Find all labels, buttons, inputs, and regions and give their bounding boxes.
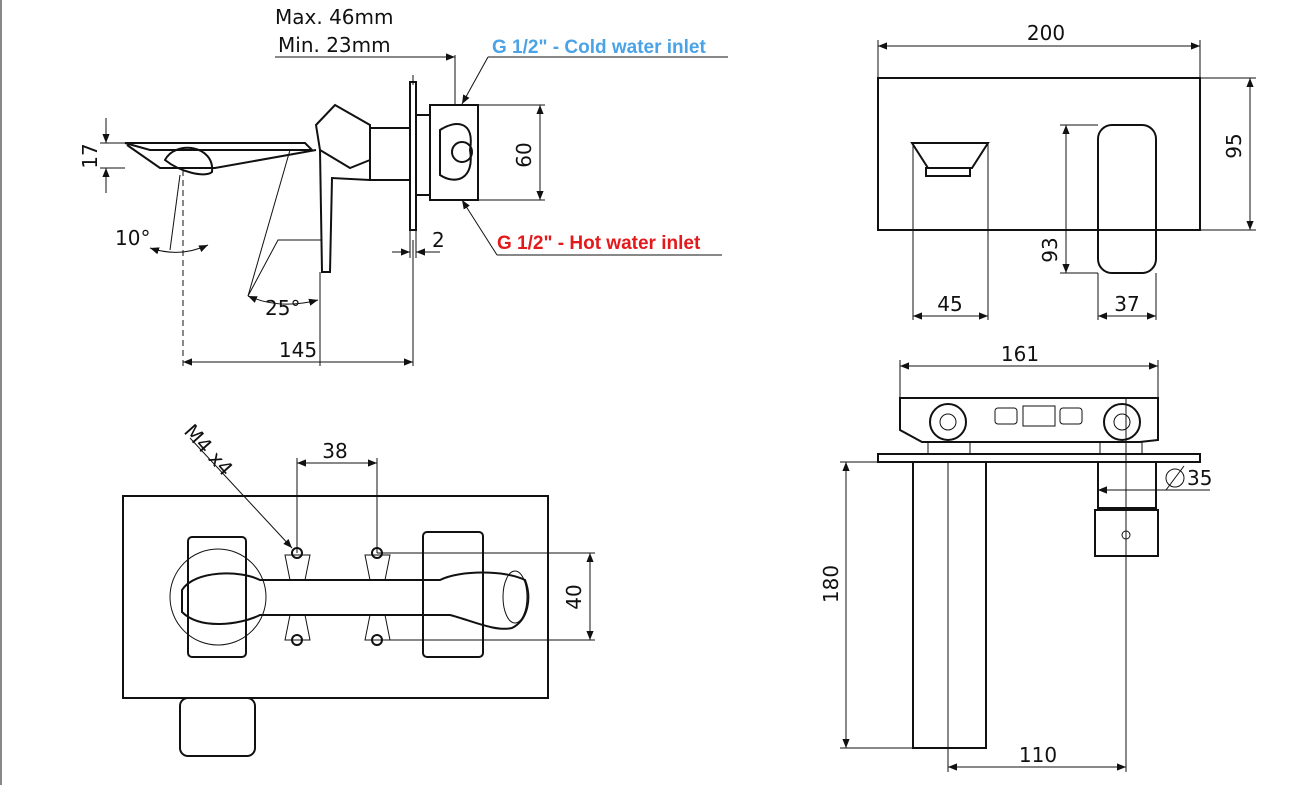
valve-pipe (181, 571, 530, 630)
screw-mounts (284, 547, 391, 646)
dim-35-label: 35 (1187, 466, 1212, 490)
side-view: 17 10° 25° 145 2 60 Max. 46mm Min. 23mm (78, 5, 728, 366)
spout-body (314, 103, 371, 170)
lever-arm (247, 239, 322, 297)
dim-110-label: 110 (1019, 743, 1057, 767)
valve-view: 38 40 M4 x4 (122, 419, 595, 757)
valve-left-body (187, 536, 247, 658)
valve-right-body (422, 531, 484, 658)
dim-37-label: 37 (1114, 292, 1139, 316)
dim-40-label: 40 (562, 584, 586, 609)
dim-60-label: 60 (512, 142, 536, 167)
lever-arm-line (247, 149, 291, 297)
top-lever-stem (1097, 461, 1157, 509)
valve-plate-outline (122, 495, 549, 699)
front-spout (910, 142, 990, 169)
dim-17-label: 17 (78, 143, 102, 168)
front-view: 200 95 93 45 37 (877, 21, 1256, 320)
angle-10-label: 10° (115, 226, 150, 250)
front-lever (1097, 124, 1157, 274)
valve-plate (415, 114, 431, 196)
depth-min-label: Min. 23mm (278, 33, 391, 57)
hot-leader (461, 199, 498, 256)
dim-200-label: 200 (1027, 21, 1065, 45)
front-plate (877, 77, 1201, 231)
valve-lever (179, 697, 256, 757)
dim-38-label: 38 (322, 439, 347, 463)
top-wall-plate (877, 453, 1201, 463)
front-aerator (925, 167, 971, 177)
angle-25-label: 25° (265, 296, 300, 320)
aerator (163, 146, 214, 176)
dim-180-label: 180 (819, 565, 843, 603)
valve-body (429, 104, 479, 201)
valve-inlet (451, 141, 473, 163)
lever-body (319, 149, 371, 273)
top-lever-handle (1094, 509, 1159, 557)
valve-knob (439, 123, 472, 181)
spout-underside (126, 144, 317, 169)
dim-45-label: 45 (937, 292, 962, 316)
top-view: 161 35 180 110 (819, 342, 1212, 772)
dim-93-label: 93 (1038, 237, 1062, 262)
cartridge-body (369, 127, 411, 181)
cold-leader (461, 56, 489, 105)
valve-disc (169, 548, 267, 646)
dim-95-label: 95 (1222, 133, 1246, 158)
dim-2-label: 2 (432, 228, 445, 252)
dim-161-label: 161 (1001, 342, 1039, 366)
depth-max-label: Max. 46mm (275, 5, 393, 29)
hot-inlet-label: G 1/2" - Hot water inlet (497, 233, 701, 254)
screw-note-label: M4 x4 (179, 419, 238, 480)
dim-145-label: 145 (279, 338, 317, 362)
cold-inlet-label: G 1/2" - Cold water inlet (492, 37, 706, 58)
spout-top (124, 142, 315, 151)
top-spout-tube (912, 461, 987, 749)
